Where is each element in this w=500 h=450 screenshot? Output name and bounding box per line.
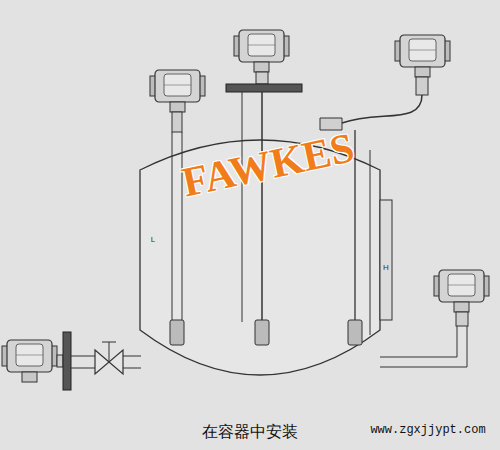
impulse-pipe [380,326,467,367]
valve-stem [109,342,110,362]
level-transmitter [395,35,450,77]
process-connection [172,112,182,132]
process-connection [57,355,63,367]
probe [170,320,184,345]
process-connection [256,72,268,84]
mounting-flange [226,84,302,92]
watermark: FAWKES [177,124,359,206]
level-mark: H [382,264,390,273]
level-mark: L [150,236,156,245]
level-transmitter [2,340,57,382]
cable-gland [416,77,428,95]
probe-rod [242,92,243,322]
level-transmitter [234,30,289,72]
inner-pipe [370,150,371,335]
guide-tube [172,132,173,320]
remote-cable [342,95,422,123]
side-plate [380,200,392,320]
watermark-url: www.zgxjjypt.com [369,424,486,437]
mounting-flange [63,332,71,390]
valve-handle [102,342,116,343]
probe [255,320,269,345]
process-connection [456,312,468,326]
probe [348,320,362,345]
caption: 在容器中安装 [202,423,298,441]
level-transmitter [150,70,205,112]
level-transmitter [434,270,489,312]
probe-cable [261,92,263,320]
